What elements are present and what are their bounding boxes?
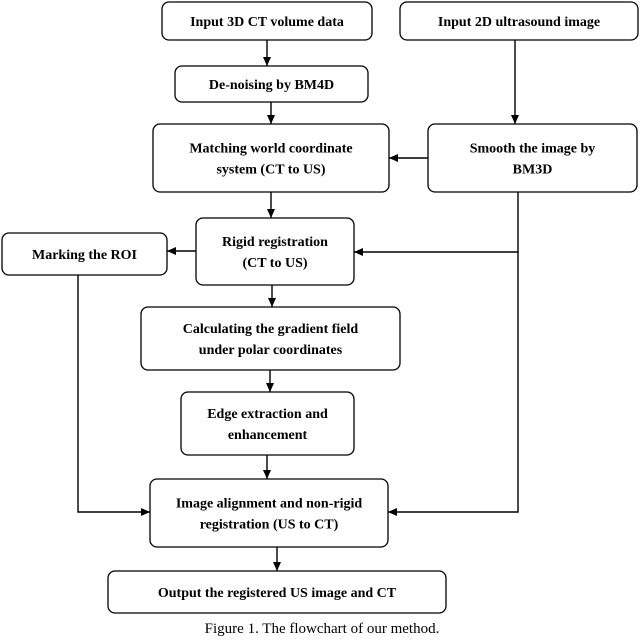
node-label: Image alignment and non-rigid — [176, 497, 363, 512]
node-label: under polar coordinates — [199, 343, 343, 358]
node-box — [1, 232, 168, 276]
node-box — [427, 123, 638, 193]
node-label: Input 3D CT volume data — [190, 15, 344, 30]
node-alignment: Image alignment and non-rigid registratio… — [149, 478, 389, 548]
figure-caption: Figure 1. The flowchart of our method. — [205, 621, 440, 637]
node-matching: Matching world coordinate system (CT to U… — [152, 123, 390, 193]
node-smooth: Smooth the image by BM3D — [427, 123, 638, 193]
node-box — [195, 217, 355, 286]
node-box — [161, 1, 373, 41]
node-label: Calculating the gradient field — [183, 322, 359, 337]
node-label: Output the registered US image and CT — [158, 586, 397, 601]
node-label: registration (US to CT) — [200, 518, 339, 533]
node-label: De-noising by BM4D — [209, 78, 334, 93]
arrow-smooth-to-alignment — [388, 252, 519, 516]
node-label: Edge extraction and — [207, 407, 328, 422]
arrow-smooth-to-rigid — [354, 192, 519, 256]
arrow-marking-to-alignment — [77, 275, 150, 516]
node-box — [180, 391, 355, 456]
node-box — [149, 478, 389, 548]
node-marking: Marking the ROI — [1, 232, 168, 276]
node-box — [140, 306, 401, 371]
node-box — [174, 65, 369, 103]
node-denoise: De-noising by BM4D — [174, 65, 369, 103]
node-gradient: Calculating the gradient field under pola… — [140, 306, 401, 371]
node-edge: Edge extraction and enhancement — [180, 391, 355, 456]
node-label: Matching world coordinate — [189, 142, 352, 157]
node-label: (CT to US) — [242, 256, 307, 271]
node-label: Rigid registration — [222, 235, 328, 250]
node-label: BM3D — [513, 163, 553, 178]
node-output: Output the registered US image and CT — [107, 570, 447, 614]
node-label: Input 2D ultrasound image — [438, 15, 600, 30]
node-label: Smooth the image by — [470, 142, 596, 157]
node-input-ct: Input 3D CT volume data — [161, 1, 373, 41]
node-box — [107, 570, 447, 614]
node-box — [152, 123, 390, 193]
node-input-us: Input 2D ultrasound image — [399, 1, 639, 41]
node-rigid: Rigid registration (CT to US) — [195, 217, 355, 286]
node-label: system (CT to US) — [216, 163, 325, 178]
node-box — [399, 1, 639, 41]
node-label: enhancement — [228, 428, 308, 443]
node-label: Marking the ROI — [32, 248, 137, 263]
